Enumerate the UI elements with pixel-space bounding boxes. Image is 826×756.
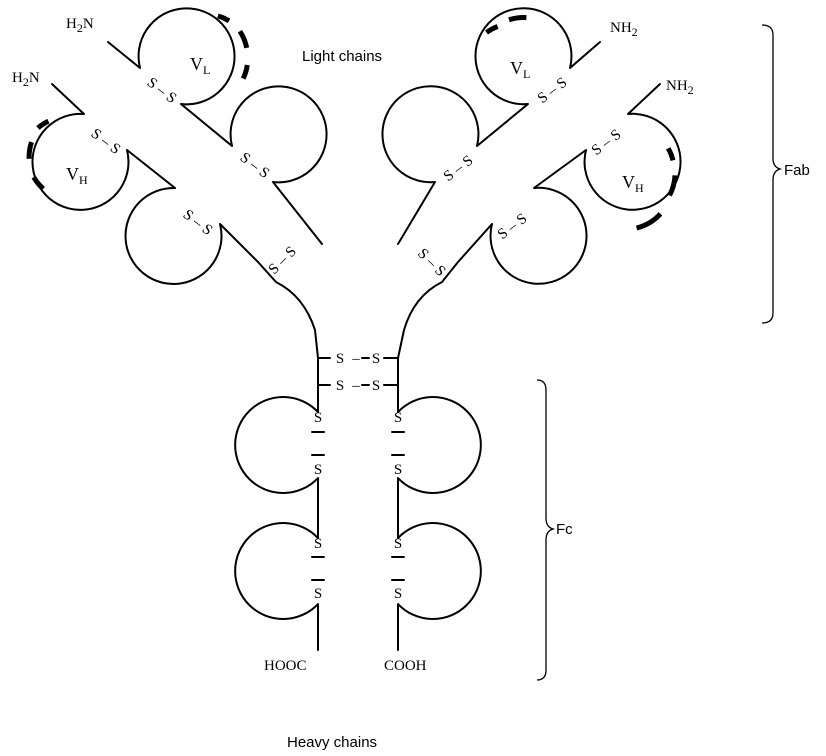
right-vl-disulfide: S – S [535, 75, 570, 107]
left-ch1-disulfide: S – S [180, 207, 215, 239]
right-cl-disulfide: S – S [441, 153, 476, 185]
left-vh-label: VH [66, 164, 88, 187]
right-c-terminus: COOH [384, 658, 427, 674]
right-heavy-chain-fc [398, 397, 481, 650]
left-cl-disulfide: S – S [237, 150, 272, 182]
hinge-disulfide-1: S – S [336, 351, 380, 367]
svg-text:S: S [314, 410, 322, 426]
left-interchain-disulfide: S – S [266, 244, 300, 278]
right-vl-label: VL [510, 58, 530, 81]
left-heavy-chain [32, 84, 318, 400]
svg-text:S: S [314, 536, 322, 552]
svg-text:S: S [394, 536, 402, 552]
right-ch1-disulfide: S – S [495, 211, 530, 243]
svg-text:S: S [394, 462, 402, 478]
right-heavy-chain [398, 84, 681, 400]
fc-ch2-left-disulfide: S S [314, 410, 322, 478]
svg-text:–: – [351, 378, 360, 394]
fab-brace [762, 25, 780, 323]
svg-text:S: S [336, 351, 344, 367]
fc-ch3-left-disulfide: S S [314, 536, 322, 602]
svg-text:–: – [351, 351, 360, 367]
right-heavy-n-terminus: NH2 [666, 78, 694, 97]
left-heavy-chain-fc [235, 397, 318, 650]
svg-text:S: S [314, 462, 322, 478]
svg-text:S: S [372, 351, 380, 367]
left-c-terminus: HOOC [264, 658, 307, 674]
fc-label: Fc [556, 521, 573, 538]
fc-disulfide-links [312, 432, 404, 580]
svg-text:S: S [394, 586, 402, 602]
fc-ch3-right-disulfide: S S [394, 536, 402, 602]
fc-brace [537, 380, 553, 680]
right-light-n-terminus: NH2 [610, 20, 638, 39]
left-arm [29, 8, 326, 400]
svg-text:S: S [372, 378, 380, 394]
fab-label: Fab [784, 162, 810, 179]
right-interchain-disulfide: S – S [414, 246, 448, 280]
disulfide-bonds: S – S S – S S – S S – S S – S S – S [88, 75, 625, 602]
fc-ch2-right-disulfide: S S [394, 410, 402, 478]
svg-text:S: S [314, 586, 322, 602]
heavy-chains-label: Heavy chains [287, 734, 377, 751]
hinge-disulfide-2: S – S [336, 378, 380, 394]
right-vh-disulfide: S – S [589, 127, 624, 159]
left-vl-disulfide: S – S [144, 75, 179, 107]
left-vh-disulfide: S – S [88, 126, 123, 158]
left-light-chain [108, 8, 327, 244]
fc-stem [235, 358, 481, 650]
right-light-chain [382, 8, 600, 244]
light-chains-label: Light chains [302, 48, 382, 65]
left-heavy-n-terminus: H2N [12, 70, 40, 89]
svg-text:S: S [336, 378, 344, 394]
left-light-n-terminus: H2N [66, 16, 94, 35]
right-vh-label: VH [622, 172, 644, 195]
left-vl-label: VL [190, 54, 210, 77]
right-arm [382, 8, 680, 400]
svg-text:S: S [394, 410, 402, 426]
